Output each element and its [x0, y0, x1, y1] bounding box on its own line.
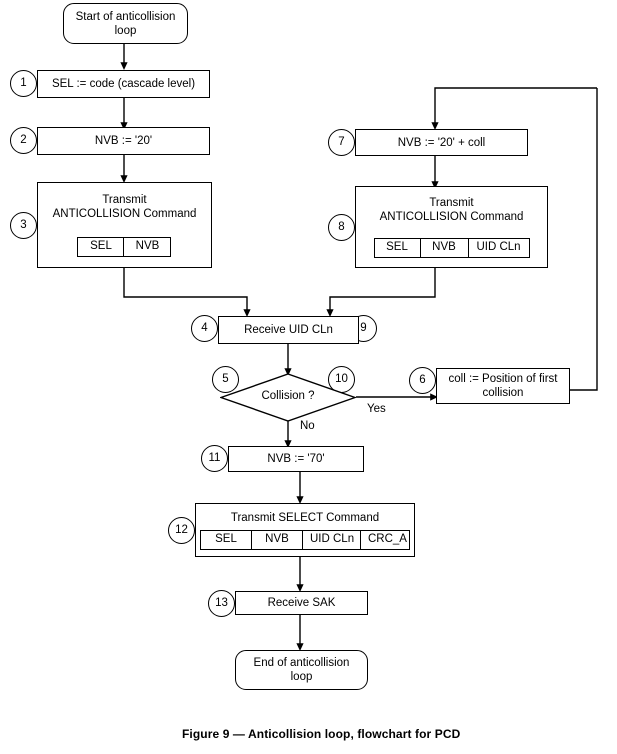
- node-1-sel-assign: SEL := code (cascade level): [37, 70, 210, 98]
- marker-10-label: 10: [335, 373, 348, 385]
- node-12-transmit-select: Transmit SELECT Command SEL NVB UID CLn …: [195, 503, 415, 557]
- node-8-label: Transmit ANTICOLLISION Command: [379, 197, 524, 223]
- node-3-label: Transmit ANTICOLLISION Command: [52, 194, 197, 220]
- edge-8-to-9: [326, 268, 436, 318]
- field-nvb: NVB: [421, 239, 469, 257]
- node-7-nvb-20-plus-coll: NVB := '20' + coll: [355, 129, 528, 156]
- edge-3-to-4: [123, 268, 251, 318]
- marker-11-label: 11: [208, 452, 221, 464]
- marker-1: 1: [10, 70, 37, 97]
- marker-5: 5: [212, 366, 239, 393]
- marker-4-label: 4: [201, 322, 208, 334]
- node-end: End of anticollision loop: [235, 650, 368, 690]
- diamond-shape: [218, 373, 358, 422]
- marker-2: 2: [10, 127, 37, 154]
- node-12-fields: SEL NVB UID CLn CRC_A: [200, 529, 410, 550]
- node-6-label: coll := Position of first collision: [448, 373, 558, 399]
- marker-1-label: 1: [20, 77, 27, 89]
- node-2-nvb-20: NVB := '20': [37, 127, 210, 155]
- field-sel: SEL: [78, 238, 125, 256]
- node-11-nvb-70: NVB := '70': [228, 446, 364, 472]
- marker-12: 12: [168, 517, 195, 544]
- node-end-label: End of anticollision loop: [253, 657, 350, 683]
- node-12-label: Transmit SELECT Command: [230, 511, 380, 524]
- node-start: Start of anticollision loop: [63, 3, 188, 44]
- marker-13: 13: [208, 590, 235, 617]
- field-crc-a: CRC_A: [368, 532, 407, 545]
- field-sel: SEL: [375, 239, 421, 257]
- node-8-stack: Transmit ANTICOLLISION Command SEL NVB U…: [373, 196, 530, 258]
- marker-7: 7: [328, 129, 355, 156]
- marker-3-label: 3: [20, 219, 27, 231]
- node-13-receive-sak: Receive SAK: [235, 591, 368, 615]
- marker-6: 6: [409, 367, 436, 394]
- marker-6-label: 6: [419, 374, 426, 386]
- node-start-label: Start of anticollision loop: [75, 10, 176, 37]
- field-nvb: NVB: [252, 530, 303, 549]
- node-12-stack: Transmit SELECT Command SEL NVB UID CLn …: [200, 511, 410, 550]
- node-5-label: Collision ?: [261, 390, 315, 402]
- marker-8: 8: [328, 214, 355, 241]
- node-4-label: Receive UID CLn: [244, 324, 333, 336]
- edge-label-yes: Yes: [367, 403, 386, 415]
- node-4-receive-uid-cln: Receive UID CLn: [218, 316, 359, 344]
- marker-11: 11: [201, 445, 228, 472]
- node-8-transmit-anticollision: Transmit ANTICOLLISION Command SEL NVB U…: [355, 186, 548, 268]
- node-11-label: NVB := '70': [267, 453, 325, 465]
- edge-feedback-to-7: [431, 87, 597, 131]
- node-3-stack: Transmit ANTICOLLISION Command SEL NVB: [52, 193, 197, 257]
- marker-4: 4: [191, 315, 218, 342]
- node-7-label: NVB := '20' + coll: [397, 136, 486, 149]
- node-3-transmit-anticollision: Transmit ANTICOLLISION Command SEL NVB: [37, 182, 212, 268]
- marker-3: 3: [10, 212, 37, 239]
- field-uid-cln: UID CLn: [476, 241, 521, 253]
- node-1-label: SEL := code (cascade level): [51, 78, 196, 90]
- marker-8-label: 8: [338, 221, 345, 233]
- field-sel: SEL: [201, 530, 252, 549]
- figure-caption: Figure 9 — Anticollision loop, flowchart…: [182, 727, 461, 741]
- node-8-fields: SEL NVB UID CLn: [373, 238, 530, 258]
- field-uid-cln: UID CLn: [303, 530, 361, 549]
- marker-13-label: 13: [215, 597, 228, 609]
- node-2-label: NVB := '20': [94, 135, 153, 147]
- edge-6-to-feedback: [570, 88, 598, 391]
- node-5-collision-decision: Collision ?: [218, 373, 358, 422]
- marker-5-label: 5: [222, 373, 229, 385]
- field-nvb: NVB: [135, 240, 160, 252]
- edge-label-no: No: [300, 420, 315, 432]
- marker-7-label: 7: [338, 136, 345, 148]
- marker-12-label: 12: [175, 524, 188, 536]
- node-3-fields: SEL NVB: [77, 237, 172, 257]
- marker-9-label: 9: [360, 322, 367, 334]
- marker-2-label: 2: [20, 134, 27, 146]
- node-13-label: Receive SAK: [267, 597, 336, 609]
- node-6-coll-position: coll := Position of first collision: [436, 368, 570, 404]
